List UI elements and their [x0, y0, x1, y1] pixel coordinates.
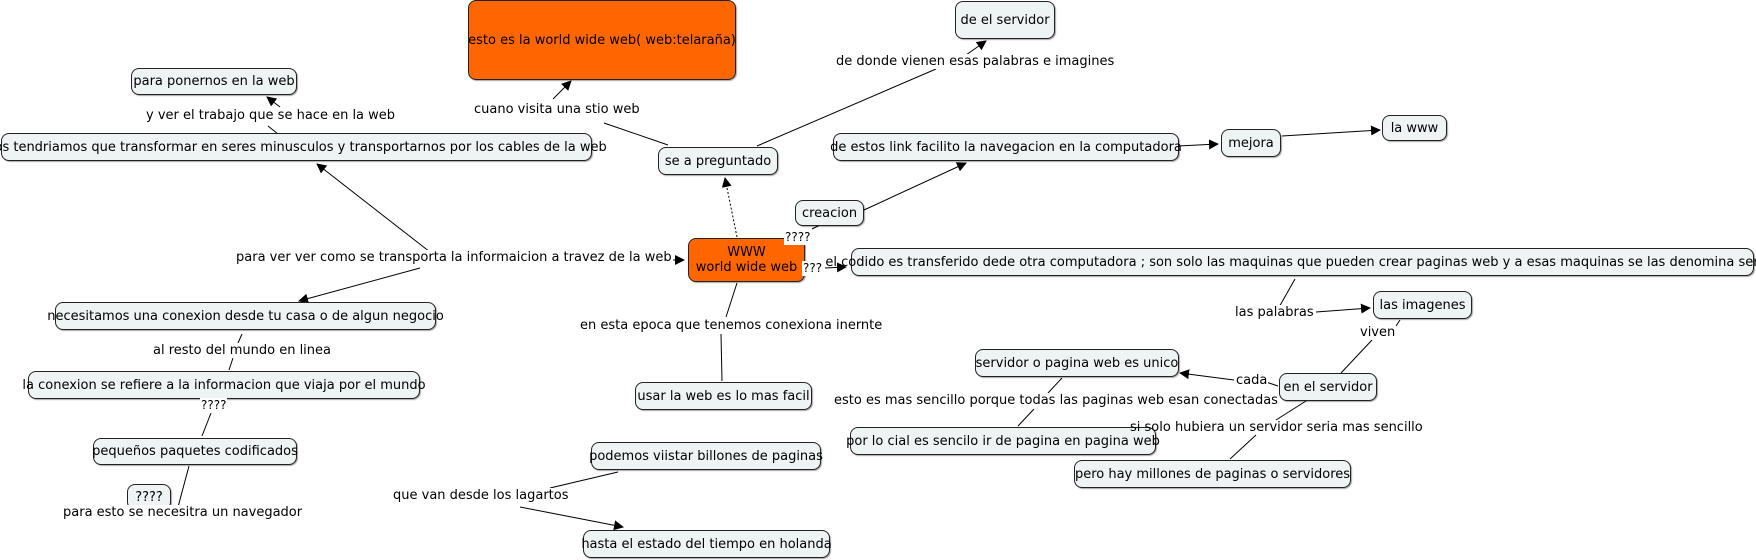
link-label-para-ver: para ver ver como se transporta la infor…: [235, 250, 673, 265]
concept-creacion[interactable]: creacion: [795, 200, 864, 226]
concept-esto-es-label: esto es la world wide web( web:telaraña): [468, 32, 736, 48]
concept-pero-hay-label: pero hay millones de paginas o servidore…: [1074, 466, 1351, 482]
link-alresto-conexion: [228, 357, 234, 371]
concept-servidor-unico[interactable]: servidor o pagina web es unico: [975, 349, 1179, 377]
concept-pero-hay[interactable]: pero hay millones de paginas o servidore…: [1074, 460, 1351, 488]
concept-hasta-el-estado[interactable]: hasta el estado del tiempo en holanda: [581, 530, 832, 558]
link-q-pequenos: [201, 412, 212, 437]
concept-la-conexion-label: la conexion se refiere a la informacion …: [22, 377, 426, 393]
link-label-q-conexion: ????: [200, 398, 228, 413]
link-label-q-creacion: ????: [784, 230, 812, 245]
concept-de-el-servidor-label: de el servidor: [960, 12, 1050, 28]
concept-mejora-label: mejora: [1228, 135, 1274, 151]
link-label-q-codido: ???: [802, 261, 824, 276]
link-pregunta-cuano: [603, 122, 669, 146]
link-codido-palabras: [1277, 278, 1296, 310]
link-podemos-quevan: [549, 471, 619, 489]
link-label-esto-es-mas-sencillo: esto es mas sencillo porque todas las pa…: [833, 393, 1279, 408]
concept-la-conexion[interactable]: la conexion se refiere a la informacion …: [22, 371, 426, 399]
link-label-viven: viven: [1359, 325, 1397, 340]
concept-creacion-label: creacion: [801, 205, 858, 221]
link-cada-unico: [1179, 369, 1235, 381]
concept-se-a-preguntado-label: se a preguntado: [664, 153, 772, 169]
link-label-cada: cada: [1235, 373, 1269, 388]
link-palabras-imagenes: [1315, 303, 1371, 314]
link-mejora-lawww: [1281, 125, 1381, 137]
concept-de-el-servidor[interactable]: de el servidor: [955, 1, 1055, 39]
concept-las-imagenes[interactable]: las imagenes: [1373, 291, 1472, 319]
link-label-las-palabras: las palabras: [1234, 305, 1315, 320]
concept-nos-tendriamos[interactable]: nos tendriamos que transformar en seres …: [0, 133, 607, 161]
concept-de-estos-link-label: de estos link facilito la navegacion en …: [830, 139, 1182, 155]
link-quevan-hasta: [519, 506, 624, 531]
link-label-para-esto: para esto se necesitra un navegador: [62, 505, 304, 520]
concept-www-line2: world wide web: [695, 260, 798, 275]
concept-necesitamos-label: necesitamos una conexion desde tu casa o…: [47, 308, 444, 324]
link-servidor-sisolo: [1275, 400, 1307, 421]
concept-el-codido[interactable]: el codido es transferido dede otra compu…: [825, 248, 1756, 276]
link-estoesmas-porlocial: [1017, 408, 1035, 427]
concept-para-ponernos[interactable]: para ponernos en la web: [131, 68, 297, 95]
concept-qqqq-label: ????: [135, 489, 163, 505]
link-qcodido-codido: [824, 262, 847, 273]
link-imagenes-viven: [1395, 319, 1401, 327]
concept-pequenos-label: pequeños paquetes codificados: [92, 444, 298, 459]
concept-de-estos-link[interactable]: de estos link facilito la navegacion en …: [830, 133, 1182, 161]
link-label-de-donde-vienen: de donde vienen esas palabras e imagines: [835, 54, 1116, 69]
concept-necesitamos[interactable]: necesitamos una conexion desde tu casa o…: [47, 302, 444, 330]
link-necesitamos-alresto: [237, 333, 243, 344]
link-sisolo-perohay: [1229, 434, 1257, 460]
link-dedonde-servidor: [965, 40, 987, 56]
link-label-si-solo-hubiera: si solo hubiera un servidor seria mas se…: [1130, 420, 1423, 435]
concept-www-line1: WWW: [727, 245, 766, 260]
concept-usar-la-web[interactable]: usar la web es lo mas facil: [635, 382, 812, 410]
link-pequenos-paraesto: [177, 465, 190, 508]
concept-servidor-unico-label: servidor o pagina web es unico: [975, 355, 1179, 371]
link-unico-estoesmas: [1047, 377, 1063, 394]
link-label-al-resto: al resto del mundo en linea: [152, 343, 332, 358]
link-pregunta-dedonde: [756, 68, 937, 147]
link-yver-ponernos: [266, 96, 281, 108]
concept-para-ponernos-label: para ponernos en la web: [133, 74, 295, 89]
link-cuano-estoes: [552, 80, 572, 100]
concept-nos-tendriamos-label: nos tendriamos que transformar en seres …: [0, 139, 607, 155]
concept-por-lo-cial[interactable]: por lo cial es sencilo ir de pagina en p…: [846, 427, 1160, 455]
link-paraver-necesitamos: [298, 267, 421, 304]
link-nos-yver: [267, 125, 279, 135]
concept-se-a-preguntado[interactable]: se a preguntado: [658, 147, 778, 175]
concept-podemos-label: podemos viistar billones de paginas: [589, 448, 823, 464]
concept-podemos[interactable]: podemos viistar billones de paginas: [589, 442, 823, 470]
concept-en-el-servidor[interactable]: en el servidor: [1279, 373, 1377, 401]
link-center-enestaepoca: [725, 282, 738, 318]
concept-en-el-servidor-label: en el servidor: [1283, 379, 1373, 395]
link-label-y-ver: y ver el trabajo que se hace en la web: [145, 108, 397, 123]
link-center-pregunta: [721, 177, 738, 238]
concept-hasta-el-estado-label: hasta el estado del tiempo en holanda: [581, 536, 832, 552]
concept-esto-es[interactable]: esto es la world wide web( web:telaraña): [468, 0, 736, 80]
concept-la-www[interactable]: la www: [1382, 115, 1447, 141]
link-label-que-van-desde: que van desde los lagartos: [392, 488, 570, 503]
concept-pequenos[interactable]: pequeños paquetes codificados: [92, 438, 298, 465]
link-label-en-esta-epoca: en esta epoca que tenemos conexiona iner…: [579, 318, 884, 333]
concept-usar-la-web-label: usar la web es lo mas facil: [637, 388, 810, 404]
link-enestaepoca-usar: [720, 333, 723, 382]
concept-las-imagenes-label: las imagenes: [1379, 297, 1466, 313]
concept-la-www-label: la www: [1390, 120, 1439, 136]
link-paraver-nos: [316, 163, 431, 253]
concept-el-codido-label: el codido es transferido dede otra compu…: [825, 254, 1756, 270]
link-label-cuano-visita: cuano visita una stio web: [473, 102, 641, 117]
concept-por-lo-cial-label: por lo cial es sencilo ir de pagina en p…: [846, 433, 1160, 449]
link-creacion-deestos: [863, 162, 967, 211]
link-viven-servidor: [1340, 339, 1373, 374]
link-deestos-mejora: [1177, 139, 1219, 150]
concept-mejora[interactable]: mejora: [1221, 129, 1281, 157]
concept-www[interactable]: WWW world wide web: [688, 238, 805, 282]
